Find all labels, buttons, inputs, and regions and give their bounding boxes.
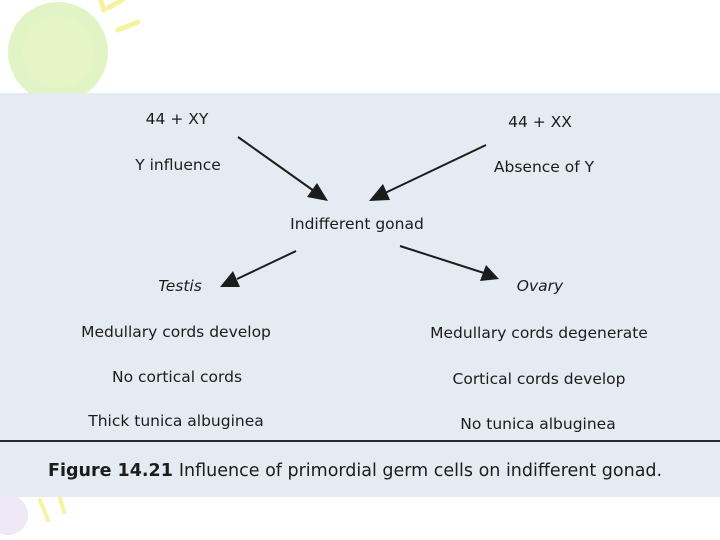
arrow-xx-to-gonad [369, 144, 487, 201]
karyotype-xy: 44 + XY [145, 110, 209, 128]
figure-scan: 44 + XY Y influence 44 + XX Absence of Y… [0, 93, 720, 497]
ovary-label: Ovary [516, 277, 564, 295]
decorative-bubble-icon [8, 0, 141, 102]
absence-of-y-label: Absence of Y [493, 158, 595, 176]
ovary-feature-2: Cortical cords develop [452, 370, 626, 388]
testis-label: Testis [158, 277, 202, 295]
testis-feature-3: Thick tunica albuginea [88, 412, 264, 430]
indifferent-gonad-label: Indifferent gonad [290, 215, 424, 233]
testis-feature-2: No cortical cords [111, 368, 243, 386]
decorative-swirl-icon [0, 495, 66, 535]
arrow-xy-to-gonad [237, 136, 328, 201]
ovary-feature-3: No tunica albuginea [460, 415, 616, 433]
figure-caption-text: Influence of primordial germ cells on in… [178, 461, 663, 481]
testis-feature-1: Medullary cords develop [81, 323, 271, 341]
arrow-gonad-to-testis [220, 250, 297, 287]
y-influence-label: Y influence [135, 156, 221, 174]
karyotype-xx: 44 + XX [508, 113, 572, 131]
caption-divider [0, 440, 720, 442]
figure-number: Figure 14.21 [48, 461, 173, 481]
diagram-arrows [220, 136, 499, 287]
ovary-feature-1: Medullary cords degenerate [430, 324, 648, 342]
arrow-gonad-to-ovary [399, 245, 499, 281]
